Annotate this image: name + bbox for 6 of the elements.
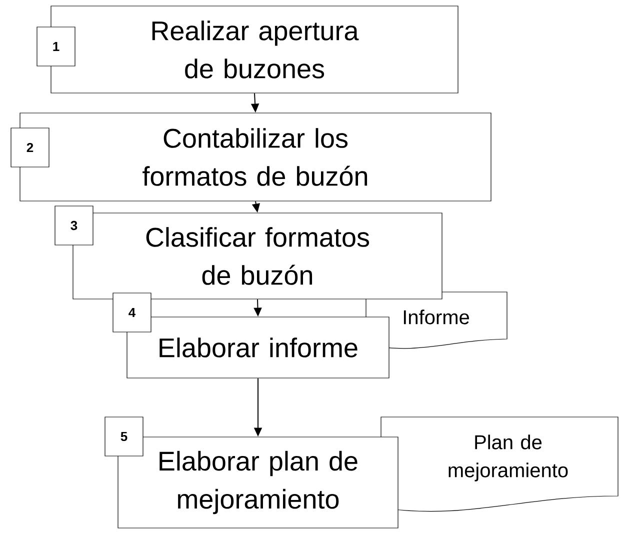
step-number: 5 xyxy=(104,416,144,456)
process-box: Elaborar informe xyxy=(126,316,390,378)
step-number: 4 xyxy=(112,292,152,332)
step-number: 3 xyxy=(54,206,94,246)
step-number: 1 xyxy=(36,26,76,66)
step-number: 2 xyxy=(10,128,50,168)
